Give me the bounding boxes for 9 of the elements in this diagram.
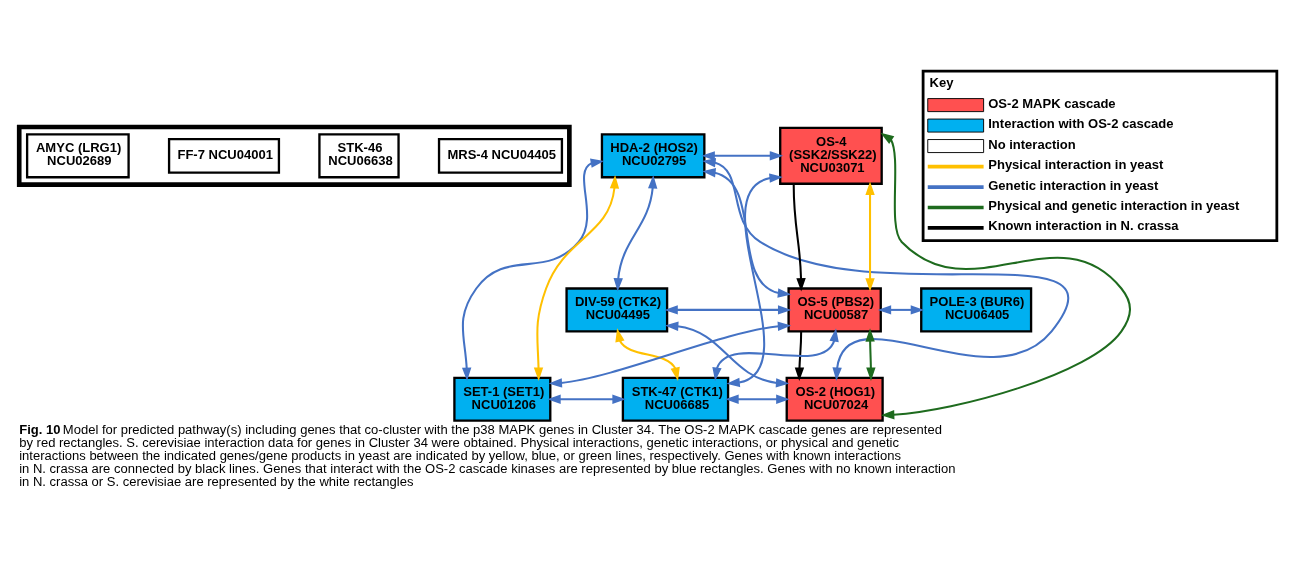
legend-label: Physical and genetic interaction in yeast [988,198,1240,214]
legend-label: Physical interaction in yeast [988,157,1164,173]
label: Key [929,75,954,91]
legend-label: Known interaction in N. crassa [988,218,1179,234]
legend-label: OS-2 MAPK cascade [988,95,1116,111]
legend-label: Genetic interaction in yeast [988,177,1159,193]
legend-label: No interaction [988,136,1076,152]
caption: Fig. 10 Model for predicted pathway(s) including genes that co-cluster with the p38 MAPK genes in Cluster 34. The OS-2 MAPK cascade genes are represented by red rectangles. S. cerevisiae interaction data for genes in Cluster 34 were obtained. Physical interactions, genetic interactions, or physical and genetic interactions between the indicated genes/gene products in yeast are indicated by yellow, blue, or green lines, respectively. Genes with known interactions in N. crassa are connected by black lines. Genes that interact with the OS-2 cascade kinases are represented by blue rectangles. Genes with no known interaction in N. crassa or S. cerevisiae are represented by the white rectangles [19,421,956,490]
legend-label: Interaction with OS-2 cascade [988,116,1174,132]
